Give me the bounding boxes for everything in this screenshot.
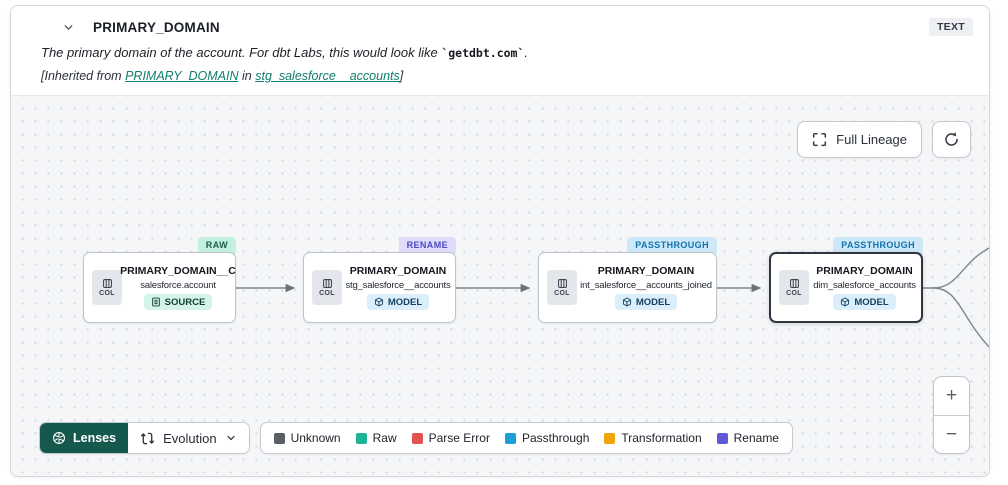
lenses-control: Lenses Evolution [39,422,250,454]
node-title: PRIMARY_DOMAIN [349,265,447,277]
inherited-note: [Inherited from PRIMARY_DOMAIN in stg_sa… [41,69,404,83]
evolution-tag: PASSTHROUGH [833,237,923,256]
refresh-icon [945,132,958,146]
column-description: The primary domain of the account. For d… [41,45,529,60]
legend-swatch [504,432,516,444]
lineage-node-staging[interactable]: RENAME COL PRIMARY_DOMAIN stg_salesforce… [303,237,456,323]
chevron-down-icon[interactable] [59,18,77,36]
column-icon: COL [547,270,577,305]
legend-swatch [273,432,285,444]
node-type-badge: MODEL [614,294,678,310]
zoom-controls: + − [933,376,970,454]
node-type-badge: MODEL [833,294,896,310]
model-icon [622,297,631,307]
refresh-button[interactable] [932,121,971,158]
legend-swatch [355,432,367,444]
evolution-tag: PASSTHROUGH [627,237,717,256]
inline-code: `getdbt.com` [441,46,525,60]
column-type-badge: TEXT [928,18,973,36]
full-lineage-button[interactable]: Full Lineage [797,121,922,158]
evolution-legend: Unknown Raw Parse Error Passthrough Tran… [259,422,793,454]
legend-item: Raw [355,431,397,445]
lineage-node-intermediate[interactable]: PASSTHROUGH COL PRIMARY_DOMAIN int_sales… [538,237,717,323]
lineage-node-dim[interactable]: PASSTHROUGH COL PRIMARY_DOMAIN dim_sales… [769,237,923,323]
legend-swatch [604,432,616,444]
node-title: PRIMARY_DOMAIN [597,265,695,277]
column-icon: COL [779,270,809,305]
legend-swatch [411,432,423,444]
zoom-out-button[interactable]: − [934,415,969,453]
legend-item: Passthrough [504,431,589,445]
zoom-in-button[interactable]: + [934,377,969,415]
expand-icon [813,132,827,147]
source-icon [151,297,160,307]
column-header: PRIMARY_DOMAIN TEXT The primary domain o… [11,6,989,96]
lens-select[interactable]: Evolution [128,423,249,453]
node-subtitle: stg_salesforce__accounts [345,280,451,291]
node-type-badge: SOURCE [143,294,213,310]
node-subtitle: int_salesforce__accounts_joined [580,280,712,291]
column-icon: COL [312,270,342,305]
node-subtitle: salesforce.account [140,280,216,291]
evolution-tag: RAW [197,237,236,256]
node-title: PRIMARY_DOMAIN__C [120,265,236,277]
legend-item: Parse Error [411,431,490,445]
lenses-button[interactable]: Lenses [40,423,129,453]
chevron-down-icon [226,435,235,441]
lineage-node-source[interactable]: RAW COL PRIMARY_DOMAIN__C salesforce.acc… [83,237,236,323]
inherited-column-link[interactable]: PRIMARY_DOMAIN [125,69,239,83]
node-title: PRIMARY_DOMAIN [816,265,913,277]
evolution-tag: RENAME [398,237,456,256]
lineage-canvas[interactable]: Full Lineage RAW COL PRIMARY_DOMAIN__C s… [11,96,989,476]
model-icon [374,297,383,307]
inherited-model-link[interactable]: stg_salesforce__accounts [255,69,400,83]
aperture-icon [53,432,65,444]
legend-item: Transformation [604,431,702,445]
legend-item: Unknown [273,431,341,445]
column-lineage-panel: PRIMARY_DOMAIN TEXT The primary domain o… [10,5,990,477]
column-title: PRIMARY_DOMAIN [93,19,220,35]
lineage-edges [236,247,989,348]
node-type-badge: MODEL [366,294,430,310]
column-icon: COL [92,270,122,305]
node-subtitle: dim_salesforce_accounts [813,280,916,291]
legend-swatch [716,432,728,444]
legend-item: Rename [716,431,779,445]
evolution-icon [141,432,155,444]
model-icon [841,297,850,307]
